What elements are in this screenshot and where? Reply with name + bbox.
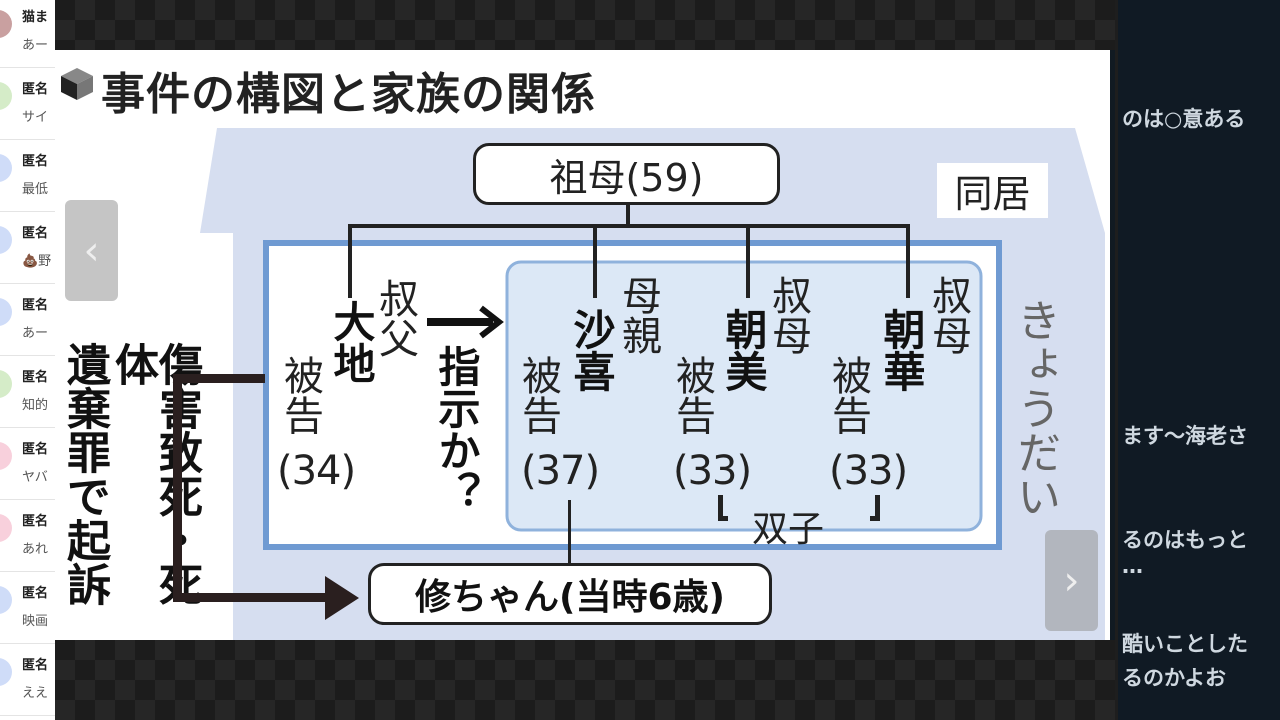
tree-line bbox=[746, 224, 750, 298]
tree-line bbox=[568, 500, 571, 563]
tree-line bbox=[348, 224, 352, 298]
comment-author: 匿名 bbox=[22, 514, 49, 529]
avatar[interactable] bbox=[0, 586, 12, 614]
comment-author: 匿名 bbox=[22, 226, 49, 241]
asami-role: 叔母 bbox=[765, 275, 811, 355]
comment-text: サイ bbox=[22, 110, 49, 125]
cohabit-label: 同居 bbox=[937, 163, 1048, 218]
comment-author: 匿名 bbox=[22, 298, 49, 313]
asaka-age: (33) bbox=[829, 448, 908, 494]
comment-item[interactable]: 匿名 ヤバ bbox=[0, 428, 55, 500]
arrow-right-icon bbox=[325, 576, 359, 620]
grandmother-box: 祖母(59) bbox=[473, 143, 780, 205]
overlay-comment: 酷いことした bbox=[1122, 632, 1248, 656]
grandmother-label: 祖母(59) bbox=[549, 155, 704, 200]
overlay-comment: のは○意ある bbox=[1122, 107, 1246, 131]
next-image-button[interactable]: › bbox=[1045, 530, 1098, 631]
comment-text: あれ bbox=[22, 542, 49, 557]
overlay-comment: るのかよお bbox=[1122, 666, 1226, 690]
comment-text: ええ bbox=[22, 686, 49, 701]
comment-text: あー bbox=[22, 38, 49, 53]
twins-bracket-left bbox=[718, 495, 728, 521]
avatar[interactable] bbox=[0, 442, 12, 470]
twins-label: 双子 bbox=[752, 509, 825, 550]
twins-bracket-right bbox=[870, 495, 880, 521]
comment-overlay-panel: のは○意ある ます～海老さ るのはもっと … 酷いことした るのかよお bbox=[1115, 0, 1280, 720]
avatar[interactable] bbox=[0, 658, 12, 686]
comment-author: 猫ま bbox=[22, 10, 49, 25]
daichi-role: 叔父 bbox=[372, 278, 418, 358]
comment-item[interactable]: 匿名 映画 bbox=[0, 572, 55, 644]
comment-author: 匿名 bbox=[22, 442, 49, 457]
asami-name: 朝美 bbox=[719, 308, 768, 392]
daichi-label: 被告 bbox=[277, 355, 323, 435]
comment-item[interactable]: 匿名 💩野 bbox=[0, 212, 55, 284]
comment-text: 最低 bbox=[22, 182, 49, 197]
comment-item[interactable]: 匿名 あれ bbox=[0, 500, 55, 572]
instruction-label: 指示か？ bbox=[432, 345, 481, 513]
victim-box: 修ちゃん(当時6歳) bbox=[368, 563, 772, 625]
comment-author: 匿名 bbox=[22, 82, 49, 97]
avatar[interactable] bbox=[0, 298, 12, 326]
viewer-backdrop-top bbox=[55, 0, 1115, 50]
charge-connector bbox=[173, 593, 333, 602]
diagram-image: 事件の構図と家族の関係 祖母(59) 同居 叔父 大地 被告 (34) 指示か？… bbox=[55, 50, 1110, 640]
daichi-name: 大地 bbox=[327, 300, 376, 384]
comment-item[interactable]: 匿名 知的 bbox=[0, 356, 55, 428]
chevron-left-icon: ‹ bbox=[83, 227, 100, 274]
overlay-comment: ます～海老さ bbox=[1122, 424, 1248, 448]
comment-item[interactable]: 匿名 最低 bbox=[0, 140, 55, 212]
chevron-right-icon: › bbox=[1063, 557, 1080, 604]
daichi-age: (34) bbox=[277, 448, 356, 494]
saki-role: 母親 bbox=[615, 275, 661, 355]
overlay-comment: … bbox=[1122, 554, 1143, 578]
comment-author: 匿名 bbox=[22, 658, 49, 673]
comment-text: あー bbox=[22, 326, 49, 341]
comment-sidebar[interactable]: 猫ま あー 匿名 サイ 匿名 最低 匿名 💩野 匿名 あー 匿名 知的 匿名 ヤ… bbox=[0, 0, 55, 720]
comment-item[interactable]: 匿名 サイ bbox=[0, 68, 55, 140]
comment-text: 知的 bbox=[22, 398, 49, 413]
charge-line-2: 遺棄罪で起訴 bbox=[59, 342, 110, 606]
tree-line bbox=[593, 224, 597, 298]
saki-label: 被告 bbox=[515, 355, 561, 435]
asami-age: (33) bbox=[673, 448, 752, 494]
asaka-role: 叔母 bbox=[925, 275, 971, 355]
avatar[interactable] bbox=[0, 82, 12, 110]
asaka-name: 朝華 bbox=[877, 308, 926, 392]
prev-image-button[interactable]: ‹ bbox=[65, 200, 118, 301]
viewer-backdrop-bottom bbox=[55, 640, 1115, 720]
comment-item[interactable]: 猫ま あー bbox=[0, 0, 55, 68]
avatar[interactable] bbox=[0, 514, 12, 542]
overlay-comment: るのはもっと bbox=[1122, 528, 1248, 552]
comment-author: 匿名 bbox=[22, 370, 49, 385]
asami-label: 被告 bbox=[669, 355, 715, 435]
comment-text: 💩野 bbox=[22, 254, 52, 269]
comment-text: 映画 bbox=[22, 614, 49, 629]
comment-author: 匿名 bbox=[22, 154, 49, 169]
saki-name: 沙喜 bbox=[567, 308, 616, 392]
comment-item[interactable]: 匿名 ええ bbox=[0, 644, 55, 716]
asaka-label: 被告 bbox=[825, 355, 871, 435]
tree-line bbox=[626, 205, 630, 227]
saki-age: (37) bbox=[521, 448, 600, 494]
siblings-label: きょうだい bbox=[1009, 298, 1060, 518]
tree-line bbox=[906, 224, 910, 298]
tree-line bbox=[348, 224, 910, 228]
diagram-title: 事件の構図と家族の関係 bbox=[101, 69, 596, 120]
victim-label: 修ちゃん(当時6歳) bbox=[415, 577, 725, 618]
avatar[interactable] bbox=[0, 226, 12, 254]
charge-connector bbox=[173, 374, 182, 602]
comment-text: ヤバ bbox=[22, 470, 48, 485]
avatar[interactable] bbox=[0, 154, 12, 182]
comment-item[interactable]: 匿名 あー bbox=[0, 284, 55, 356]
arrow-right-icon bbox=[427, 305, 504, 339]
charge-connector bbox=[173, 374, 265, 383]
avatar[interactable] bbox=[0, 370, 12, 398]
comment-author: 匿名 bbox=[22, 586, 49, 601]
box-icon bbox=[59, 66, 95, 102]
avatar[interactable] bbox=[0, 10, 12, 38]
